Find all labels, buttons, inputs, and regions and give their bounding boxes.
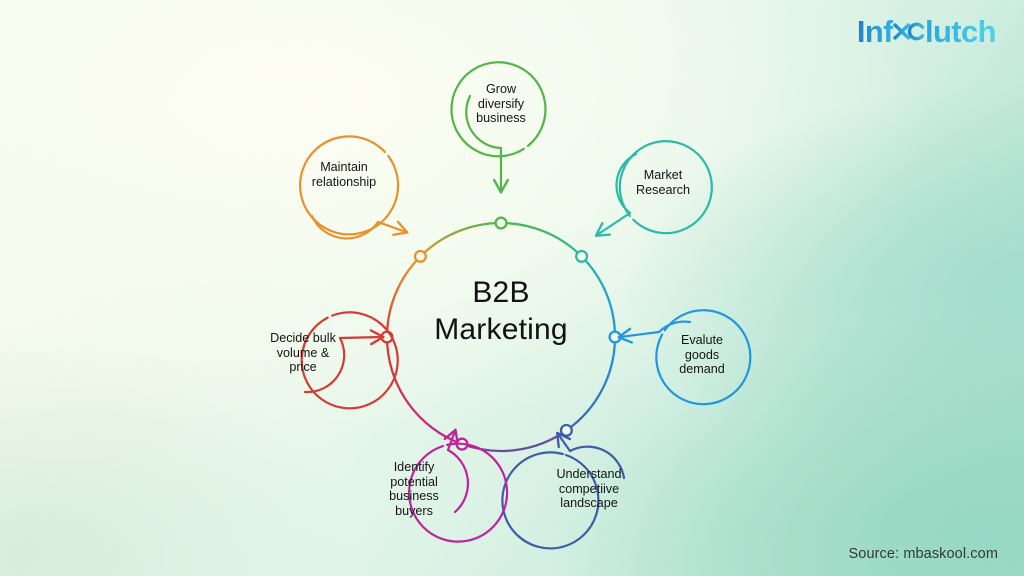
- bubble-ring-dashed-blue: [658, 328, 667, 341]
- bubble-decide-bulk-volume-price[interactable]: [300, 311, 399, 410]
- ring-arc-blue-indigo: [565, 335, 617, 432]
- bubble-grow-diversify-business[interactable]: [450, 61, 547, 194]
- bubble-ring-dashed-indigo: [556, 451, 568, 457]
- infoclutch-logo[interactable]: Inf lutch: [856, 14, 997, 50]
- bubble-ring-solid-teal: [618, 140, 713, 235]
- ring-arc-red-orange: [385, 255, 422, 339]
- ring-arc-teal-blue: [580, 255, 617, 339]
- bubble-maintain-relationship[interactable]: [298, 135, 409, 240]
- connector-evalute-goods-demand: [617, 327, 661, 344]
- bubble-ring-solid-indigo: [501, 451, 600, 550]
- bubble-inner-arc-teal: [615, 152, 638, 215]
- connector-decide-bulk-volume-price: [338, 329, 385, 346]
- bubble-inner-arc-blue: [657, 320, 692, 334]
- bubble-inner-arc-green: [465, 94, 503, 150]
- ring-arc-indigo-magenta: [460, 429, 568, 453]
- ring-arc-orange-green: [419, 221, 503, 258]
- connector-understand-competiive-landscape: [556, 431, 572, 453]
- bubble-ring-dashed-red: [325, 312, 339, 320]
- ring-node-evalute-goods-demand[interactable]: [608, 330, 622, 344]
- ring-arc-green-teal: [499, 221, 583, 258]
- connector-market-research: [594, 211, 632, 237]
- bubble-evalute-goods-demand[interactable]: [617, 309, 752, 406]
- bubble-ring-solid-red: [300, 311, 399, 410]
- bubble-ring-solid-green: [450, 61, 547, 158]
- bubble-identify-potential-business-buyers[interactable]: [408, 428, 509, 543]
- bubble-ring-dashed-teal: [628, 214, 639, 225]
- bubble-market-research[interactable]: [594, 140, 713, 237]
- ring-node-understand-competiive-landscape[interactable]: [559, 423, 573, 437]
- bubble-inner-arc-orange: [310, 214, 380, 240]
- bubble-inner-arc-magenta: [446, 448, 469, 514]
- bubble-inner-arc-red: [303, 336, 346, 394]
- ring-node-grow-diversify-business[interactable]: [494, 216, 508, 230]
- connector-identify-potential-business-buyers: [443, 428, 459, 452]
- ring-node-market-research[interactable]: [575, 249, 589, 263]
- logo-text-info: Inf: [856, 14, 894, 49]
- connector-maintain-relationship: [376, 220, 409, 236]
- source-attribution: Source: mbaskool.com: [848, 546, 998, 562]
- ring-node-maintain-relationship[interactable]: [413, 249, 427, 263]
- bubble-ring-solid-orange: [298, 135, 400, 236]
- bubble-ring-dashed-green: [518, 143, 531, 153]
- bubble-understand-competiive-landscape[interactable]: [501, 431, 626, 550]
- bubble-inner-arc-indigo: [568, 445, 626, 480]
- infinity-c-mark-icon: [892, 19, 926, 50]
- bubble-ring-solid-blue: [655, 309, 752, 406]
- bubble-ring-solid-magenta: [408, 442, 509, 543]
- bubble-ring-dashed-orange: [382, 149, 393, 162]
- logo-text-lutch: lutch: [924, 14, 997, 49]
